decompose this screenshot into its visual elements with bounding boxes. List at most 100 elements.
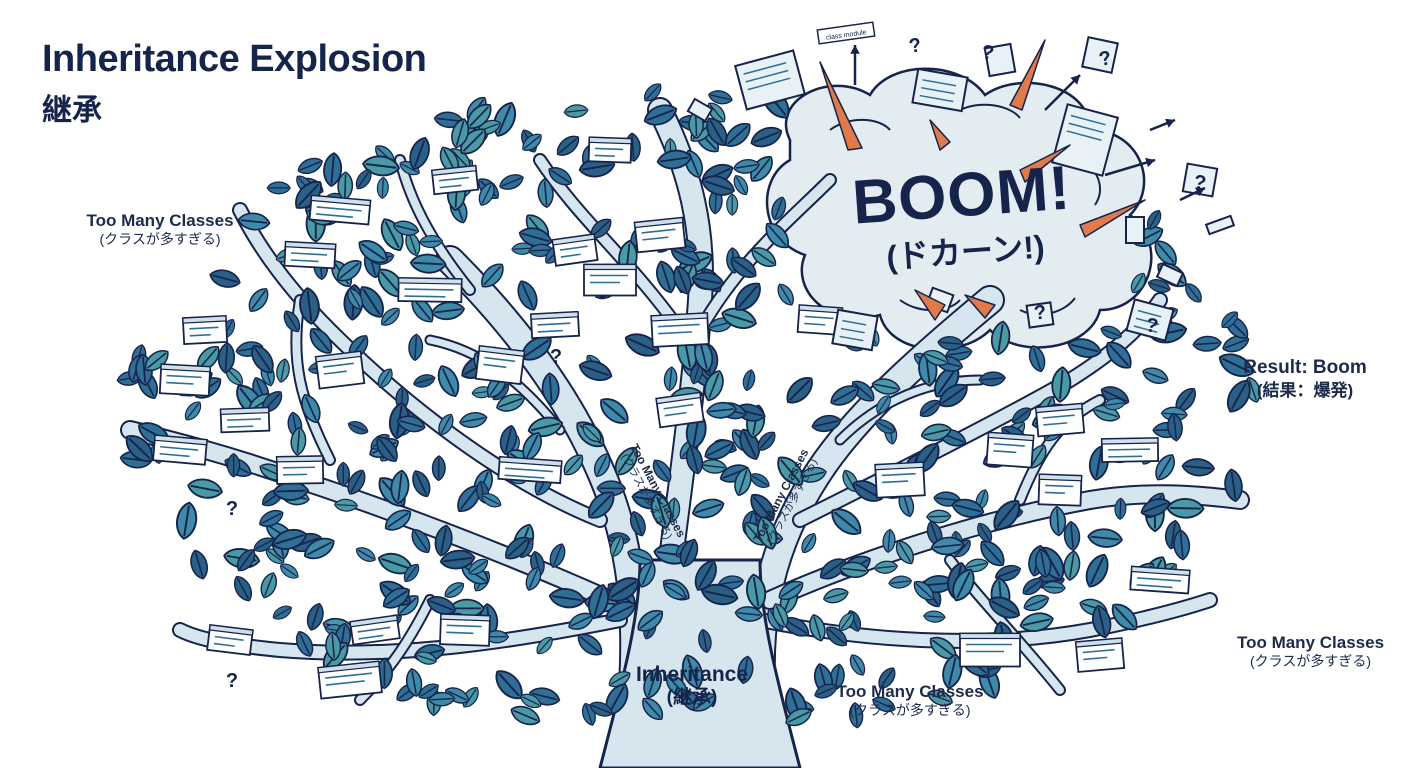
leaf bbox=[176, 501, 198, 540]
class-card-header bbox=[633, 216, 684, 229]
leaf bbox=[260, 572, 278, 599]
leaf bbox=[355, 169, 372, 190]
debris-card bbox=[1181, 162, 1219, 198]
trunk-label: Inheritance (継承) bbox=[632, 662, 752, 710]
class-card-header bbox=[655, 391, 702, 405]
leaf bbox=[873, 560, 898, 574]
leaf bbox=[600, 398, 629, 424]
leaf bbox=[749, 473, 770, 489]
debris-card-body bbox=[733, 49, 807, 111]
leaf bbox=[187, 478, 223, 499]
debris-card-line bbox=[745, 69, 789, 83]
class-card bbox=[1034, 402, 1086, 438]
leaf bbox=[236, 549, 256, 572]
class-card-header bbox=[1038, 473, 1083, 482]
leaf bbox=[525, 566, 542, 591]
leaf bbox=[1051, 366, 1072, 403]
leaf bbox=[656, 149, 693, 170]
class-card-line bbox=[1083, 656, 1108, 661]
leaf bbox=[1100, 325, 1123, 340]
class-card-line bbox=[189, 333, 211, 337]
debris-card-body bbox=[983, 42, 1017, 78]
leaf bbox=[484, 630, 510, 644]
leaf bbox=[358, 240, 388, 264]
class-card-line bbox=[483, 363, 507, 369]
class-card-line bbox=[446, 624, 482, 628]
leaf bbox=[1023, 594, 1050, 612]
leaf bbox=[1049, 505, 1067, 537]
leaf bbox=[444, 582, 465, 598]
class-cards bbox=[152, 136, 1191, 700]
branch bbox=[396, 156, 474, 294]
class-card-line bbox=[166, 381, 194, 385]
leaf bbox=[650, 493, 672, 529]
leaf bbox=[799, 466, 827, 483]
class-card-line bbox=[213, 642, 235, 647]
leaf bbox=[376, 176, 389, 200]
leaf bbox=[408, 333, 424, 362]
leaf bbox=[694, 339, 714, 372]
class-card-header bbox=[431, 165, 477, 176]
class-card-line bbox=[594, 154, 615, 157]
leaf bbox=[1226, 379, 1251, 413]
leaf bbox=[878, 667, 896, 689]
leaf bbox=[237, 212, 271, 231]
leaf bbox=[937, 336, 964, 351]
leaf bbox=[217, 342, 235, 374]
leaf bbox=[541, 372, 560, 406]
leaf bbox=[593, 453, 611, 478]
leaf bbox=[706, 401, 737, 419]
leaf bbox=[923, 349, 949, 366]
leaf bbox=[809, 614, 826, 642]
debris-card bbox=[1204, 214, 1236, 236]
trunk-label-ja: (継承) bbox=[666, 687, 718, 709]
leaf bbox=[297, 157, 323, 175]
leaf bbox=[577, 633, 603, 656]
leaf bbox=[871, 378, 901, 395]
debris-card-line bbox=[743, 62, 787, 75]
leaf bbox=[663, 366, 678, 392]
leaf bbox=[656, 260, 676, 294]
leaf bbox=[347, 469, 366, 495]
leaf bbox=[431, 455, 446, 482]
leaf bbox=[251, 345, 274, 374]
leaf bbox=[362, 155, 401, 177]
leaf bbox=[384, 509, 412, 531]
leaf bbox=[851, 380, 875, 402]
label-left-top: Too Many Classes (クラスが多すぎる) bbox=[50, 210, 270, 249]
class-card-line bbox=[1082, 648, 1115, 654]
leaf bbox=[952, 568, 975, 602]
question-mark: ? bbox=[550, 346, 562, 368]
class-card-line bbox=[560, 253, 581, 258]
leaf bbox=[605, 683, 629, 716]
leaf bbox=[272, 605, 292, 620]
leaf bbox=[733, 175, 749, 196]
title-sub: 継承 bbox=[42, 94, 102, 127]
leaf bbox=[438, 413, 454, 436]
class-card-line bbox=[559, 245, 588, 251]
class-card-line bbox=[664, 411, 687, 417]
leaf bbox=[926, 509, 952, 524]
class-card bbox=[583, 263, 637, 297]
question-mark: ? bbox=[907, 34, 923, 58]
class-card-line bbox=[291, 252, 328, 256]
leaf bbox=[1028, 345, 1046, 373]
debris-card-body bbox=[686, 97, 714, 123]
class-card-header bbox=[530, 311, 579, 320]
class-card-header bbox=[284, 241, 337, 250]
question-box: ? bbox=[1144, 314, 1161, 338]
class-card-line bbox=[325, 680, 365, 686]
class-card-line bbox=[658, 331, 693, 335]
leaf bbox=[630, 510, 646, 537]
debris-card-line bbox=[919, 94, 954, 103]
class-card bbox=[308, 194, 372, 226]
leaf bbox=[698, 628, 712, 654]
debris-card-line bbox=[1135, 317, 1160, 326]
class-card-line bbox=[159, 452, 190, 458]
leaf bbox=[520, 693, 542, 709]
question-box: ? bbox=[226, 670, 238, 692]
explosion-cloud bbox=[765, 67, 1153, 351]
class-card-line bbox=[357, 626, 391, 633]
leaf bbox=[510, 705, 541, 726]
class-card bbox=[219, 406, 271, 434]
